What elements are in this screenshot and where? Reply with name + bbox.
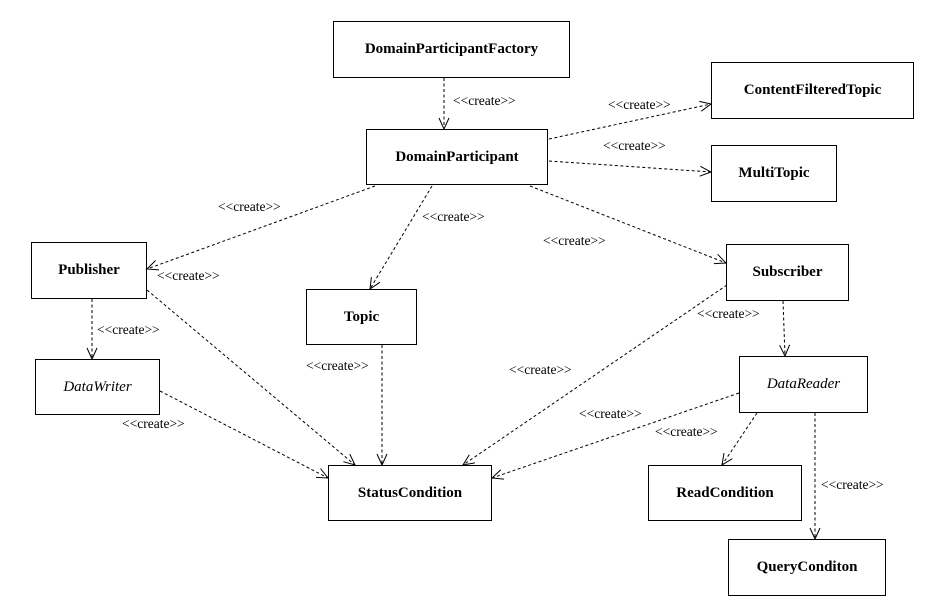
node-publisher: Publisher — [31, 242, 147, 299]
edge-line — [146, 289, 356, 466]
edge-line — [548, 103, 712, 140]
edge-label-datareader-readcondition: <<create>> — [655, 424, 718, 439]
edge-label-subscriber-datareader: <<create>> — [697, 306, 760, 321]
node-content-filtered-topic: ContentFilteredTopic — [711, 62, 914, 119]
edge-factory-participant — [438, 78, 450, 131]
edge-participant-multitopic — [548, 160, 713, 177]
arrowhead — [490, 469, 505, 480]
node-data-reader: DataReader — [739, 356, 868, 413]
arrowhead — [145, 260, 160, 271]
edge-line — [529, 185, 727, 264]
edge-datareader-statuscondition — [490, 392, 740, 480]
edge-datareader-readcondition — [721, 412, 758, 466]
edge-label-participant-cft: <<create>> — [608, 97, 671, 112]
edge-label-datareader-statuscondition: <<create>> — [579, 406, 642, 421]
edge-line — [369, 185, 433, 290]
node-status-condition: StatusCondition — [328, 465, 492, 521]
edge-participant-publisher — [145, 185, 376, 271]
edge-datareader-querycondition — [809, 413, 821, 541]
edge-label-participant-publisher: <<create>> — [218, 199, 281, 214]
edge-subscriber-datareader — [779, 300, 791, 358]
edge-line — [721, 412, 758, 466]
edge-label-publisher-statuscondition: <<create>> — [157, 268, 220, 283]
edge-label-publisher-datawriter: <<create>> — [97, 322, 160, 337]
edge-participant-topic — [369, 185, 433, 291]
node-domain-participant-factory: DomainParticipantFactory — [333, 21, 570, 78]
edge-label-topic-statuscondition: <<create>> — [306, 358, 369, 373]
edge-line — [548, 160, 712, 173]
arrowhead — [721, 453, 733, 466]
node-query-condition: QueryConditon — [728, 539, 886, 596]
node-data-writer: DataWriter — [35, 359, 160, 415]
arrowhead — [343, 453, 356, 466]
edge-publisher-datawriter — [86, 299, 98, 361]
node-topic: Topic — [306, 289, 417, 345]
edge-line — [159, 390, 329, 479]
edge-label-datareader-querycondition: <<create>> — [821, 477, 884, 492]
edge-line — [782, 300, 786, 357]
edge-line — [146, 185, 376, 270]
edge-label-datawriter-statuscondition: <<create>> — [122, 416, 185, 431]
edge-topic-statuscondition — [376, 345, 388, 467]
edge-participant-subscriber — [529, 185, 728, 265]
node-domain-participant: DomainParticipant — [366, 129, 548, 185]
edge-label-participant-multitopic: <<create>> — [603, 138, 666, 153]
edge-datawriter-statuscondition — [159, 390, 330, 479]
edge-label-participant-topic: <<create>> — [422, 209, 485, 224]
edge-label-subscriber-statuscondition: <<create>> — [509, 362, 572, 377]
edge-label-participant-subscriber: <<create>> — [543, 233, 606, 248]
edge-line — [462, 284, 728, 466]
arrowhead — [315, 468, 330, 479]
edge-label-factory-participant: <<create>> — [453, 93, 516, 108]
node-multi-topic: MultiTopic — [711, 145, 837, 202]
node-subscriber: Subscriber — [726, 244, 849, 301]
node-read-condition: ReadCondition — [648, 465, 802, 521]
arrowhead — [461, 454, 475, 466]
